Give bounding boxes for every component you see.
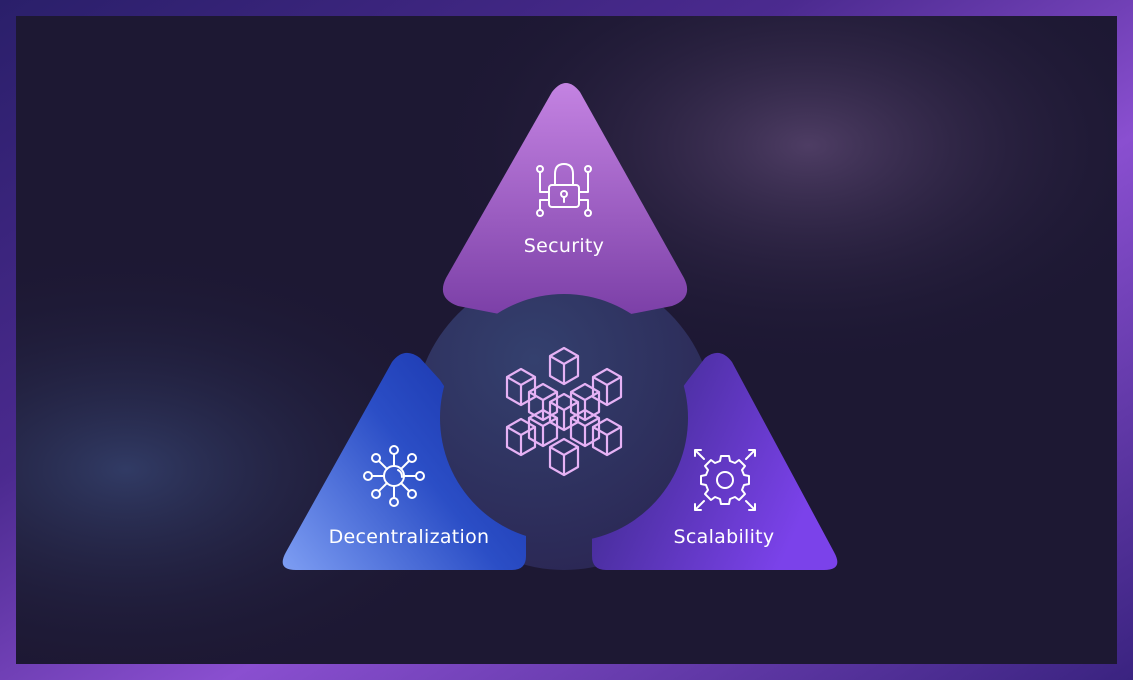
security-label: Security: [524, 235, 604, 257]
cube-9: [527, 408, 559, 448]
gear-expand-icon: [694, 449, 756, 511]
scalability-label: Scalability: [674, 526, 775, 548]
scalability-segment: [592, 352, 838, 570]
padlock-circuit-icon: [536, 163, 592, 217]
cube-10: [569, 408, 601, 448]
cube-11: [548, 437, 580, 477]
blockchain-cubes-icon: [505, 346, 623, 477]
cube-2: [505, 367, 537, 407]
decentralization-label: Decentralization: [329, 526, 490, 548]
cube-3: [591, 367, 623, 407]
cube-8: [591, 417, 623, 457]
cube-1: [548, 346, 580, 386]
network-hub-icon: [363, 445, 425, 507]
cube-7: [505, 417, 537, 457]
decentralization-segment: [282, 352, 527, 570]
cube-6: [548, 392, 580, 432]
